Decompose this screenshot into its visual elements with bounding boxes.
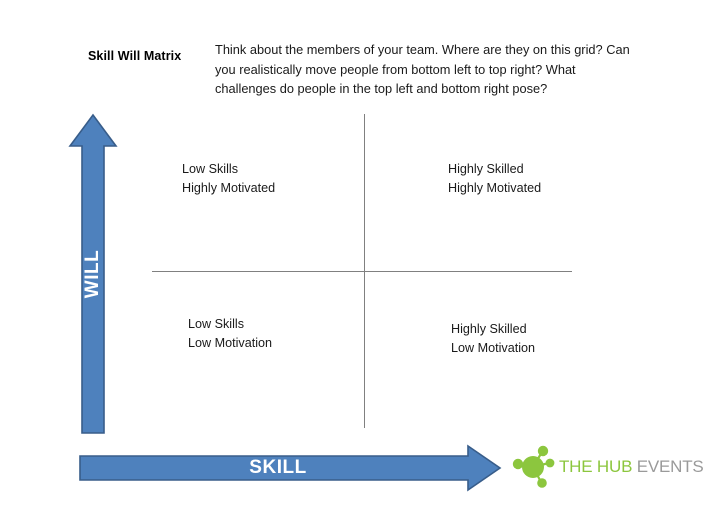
right-arrow-icon — [79, 444, 502, 492]
quadrant-label-top-right: Highly Skilled Highly Motivated — [448, 162, 542, 195]
up-arrow-icon — [68, 113, 118, 434]
quadrant-label-top-left: Low Skills Highly Motivated — [182, 162, 276, 195]
logo-text-secondary: EVENTS — [636, 457, 704, 476]
logo: THE HUB EVENTS — [511, 443, 704, 491]
horizontal-divider-line — [152, 271, 572, 272]
logo-text: THE HUB EVENTS — [559, 457, 704, 477]
quadrant-label-bottom-left: Low Skills Low Motivation — [188, 317, 272, 350]
intro-paragraph: Think about the members of your team. Wh… — [215, 42, 630, 96]
quadrant-label-bottom-right: Highly Skilled Low Motivation — [451, 322, 535, 355]
page-title: Skill Will Matrix — [88, 49, 182, 63]
logo-text-primary: THE HUB — [559, 457, 633, 476]
molecule-node-cluster-icon — [512, 445, 555, 488]
